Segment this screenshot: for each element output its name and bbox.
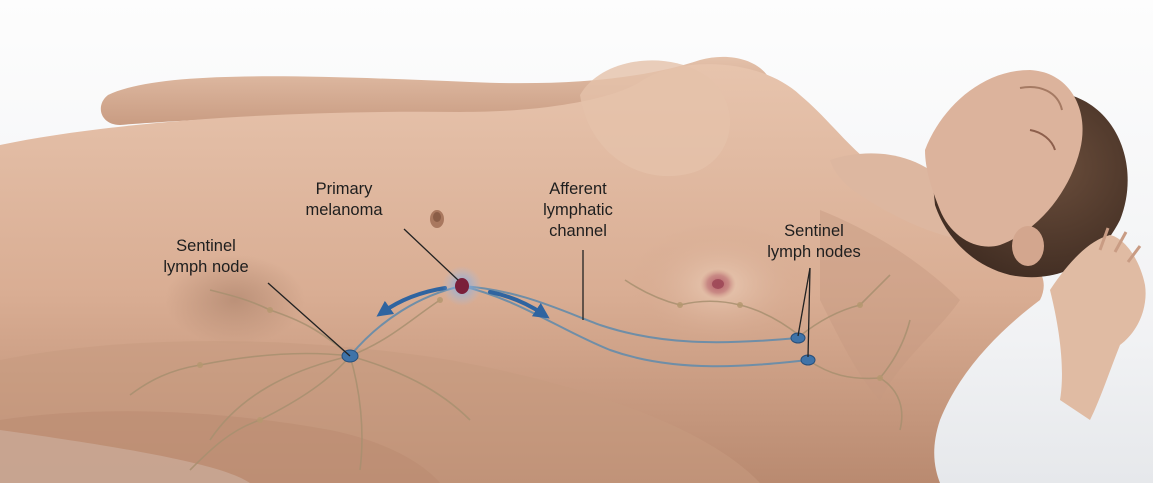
leader-primary — [403, 228, 459, 281]
label-afferent-lymphatic-channel: Afferent lymphatic channel — [543, 180, 613, 240]
leader-sentinel-right-1 — [797, 267, 811, 337]
label-sentinel-lymph-nodes: Sentinel lymph nodes — [767, 222, 861, 261]
leader-sentinel-left — [267, 282, 351, 357]
label-sentinel-lymph-node: Sentinel lymph node — [163, 237, 249, 276]
label-primary-melanoma: Primary melanoma — [305, 180, 383, 219]
leader-sentinel-right-2 — [807, 267, 811, 358]
